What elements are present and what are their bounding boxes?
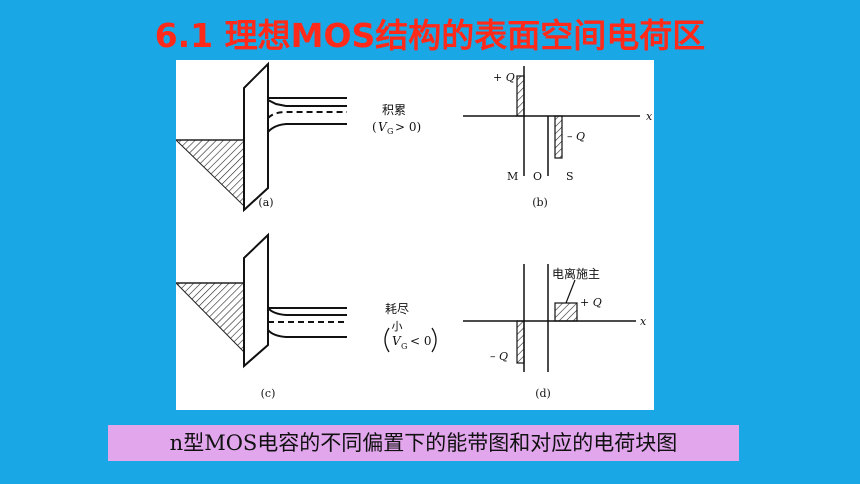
plus-q-b: + Q — [493, 71, 515, 84]
condition-var-c: V — [392, 334, 402, 348]
semi-charge-block-b — [554, 115, 563, 159]
band-diagram-a — [176, 61, 347, 213]
condition-sub-a: G — [387, 127, 393, 136]
conduction-band-c2 — [267, 307, 347, 316]
mode-label-a: 积累 — [382, 103, 406, 117]
metal-hatch-a — [176, 139, 245, 208]
small-label-c: 小 — [392, 320, 403, 333]
conduction-band-a2 — [267, 99, 347, 107]
x-axis-label-d: x — [640, 315, 647, 328]
fermi-level-a — [267, 111, 347, 119]
sublabel-c: (c) — [261, 387, 276, 400]
charge-diagram-b — [463, 66, 640, 176]
label-o: O — [533, 170, 542, 183]
condition-rel-a: > 0) — [395, 120, 421, 134]
slide-title: 6.1 理想MOS结构的表面空间电荷区 — [154, 16, 706, 55]
condition-label-c: V G < 0 — [384, 327, 437, 353]
donor-charge-block-d — [554, 302, 578, 322]
metal-charge-block-b — [516, 75, 525, 117]
mode-label-c: 耗尽 — [385, 302, 409, 316]
valence-band-c — [267, 329, 347, 338]
sublabel-a: (a) — [258, 196, 273, 209]
plus-q-d: + Q — [580, 296, 602, 309]
band-diagram-c — [176, 232, 347, 369]
minus-q-d: – Q — [490, 350, 508, 363]
oxide-a — [243, 61, 269, 213]
donor-pointer-d — [565, 279, 576, 304]
metal-hatch-c — [176, 282, 245, 354]
condition-var-a: V — [378, 120, 388, 134]
condition-rel-c: < 0 — [410, 334, 432, 348]
valence-band-a — [267, 123, 347, 133]
sublabel-d: (d) — [535, 387, 551, 400]
condition-sub-c: G — [401, 342, 407, 351]
label-s: S — [566, 170, 574, 183]
label-m: M — [507, 170, 518, 183]
condition-open-a: ( — [372, 120, 377, 134]
condition-label-a: ( V G > 0) — [372, 120, 421, 136]
diagram-svg: 积累 ( V G > 0) (a) + Q – Q x M O S (b) — [176, 61, 653, 400]
charge-diagram-d — [463, 264, 636, 372]
diagram-panel: 积累 ( V G > 0) (a) + Q – Q x M O S (b) — [176, 60, 654, 410]
x-axis-label-b: x — [646, 110, 653, 123]
minus-q-b: – Q — [567, 130, 585, 143]
sublabel-b: (b) — [532, 196, 548, 209]
oxide-c — [243, 232, 269, 369]
paren-right-c — [431, 327, 437, 353]
paren-left-c — [384, 327, 390, 353]
metal-charge-block-d — [516, 320, 525, 364]
caption-box: n型MOS电容的不同偏置下的能带图和对应的电荷块图 — [108, 425, 739, 461]
donor-label-d: 电离施主 — [552, 266, 600, 281]
